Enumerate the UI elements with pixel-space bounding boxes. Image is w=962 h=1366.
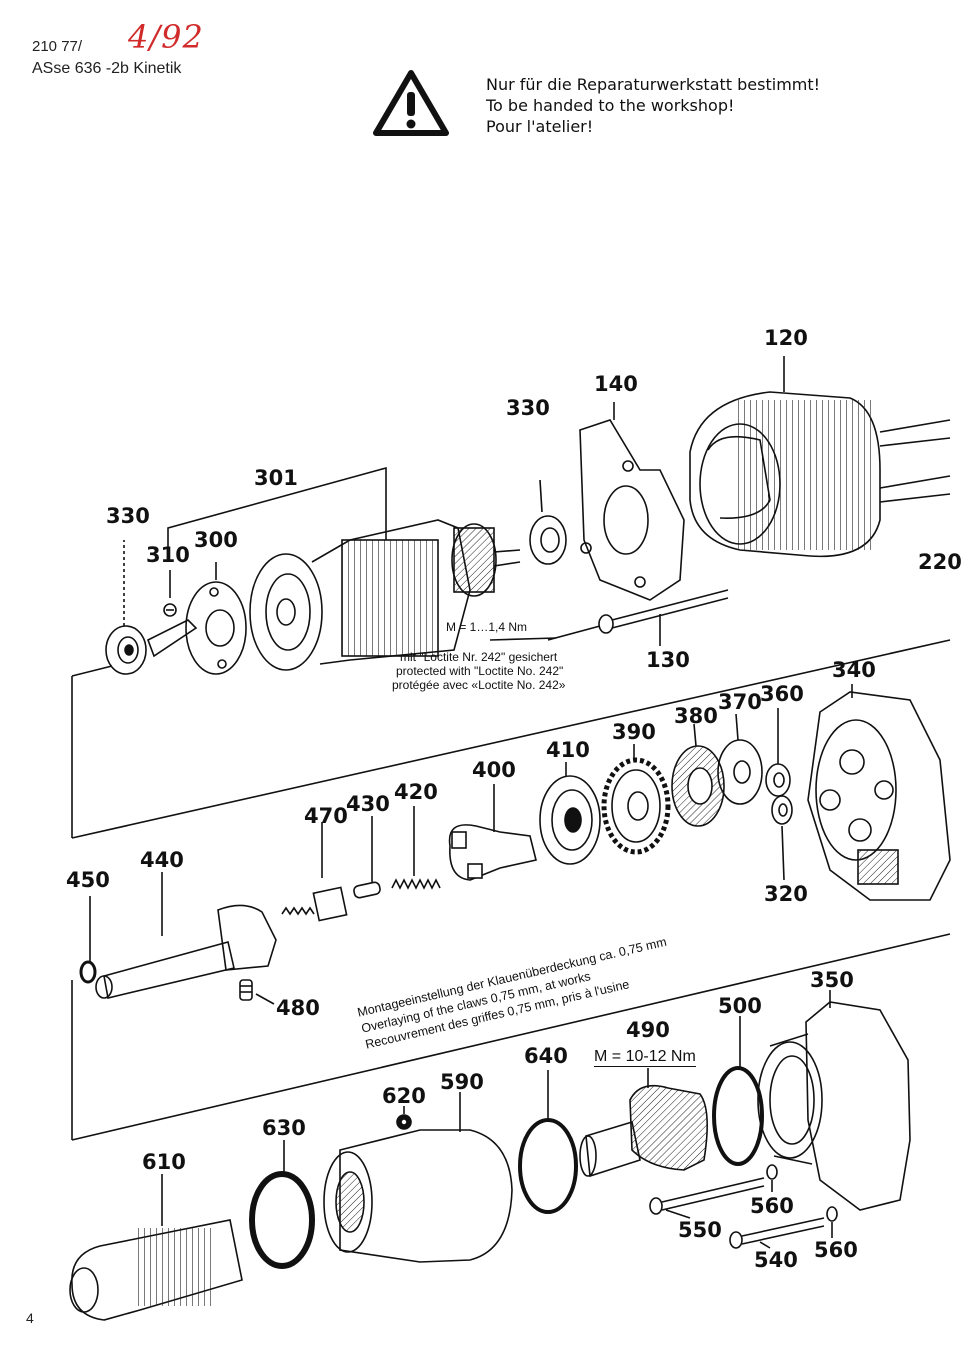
loctite-note-en: protected with "Loctite No. 242" (396, 664, 564, 678)
label-part-450: 450 (66, 868, 110, 892)
part-300-fan-plate (146, 581, 247, 675)
part-360-bearing (765, 763, 791, 797)
part-560-washer-a (766, 1164, 778, 1180)
label-part-130: 130 (646, 648, 690, 672)
label-part-310: 310 (146, 543, 190, 567)
part-380-needle-bearing (671, 745, 725, 827)
notice-line-de: Nur für die Reparaturwerkstatt bestimmt! (486, 75, 821, 94)
part-590-nose-cone (323, 1129, 513, 1263)
label-part-301: 301 (254, 466, 298, 490)
part-500-o-ring (712, 1066, 764, 1166)
page-number: 4 (26, 1310, 34, 1326)
label-part-430: 430 (346, 792, 390, 816)
part-330-bearing-left (105, 625, 147, 675)
label-part-220: 220 (918, 550, 962, 574)
model-designation: ASse 636 -2b Kinetik (32, 60, 182, 77)
label-part-370: 370 (718, 690, 762, 714)
label-part-480: 480 (276, 996, 320, 1020)
part-410-ball-bearing (539, 775, 601, 865)
section-divider-2 (71, 933, 951, 1141)
part-310-screw (163, 603, 177, 617)
warning-triangle-icon (373, 70, 449, 136)
part-440-shaft (95, 904, 277, 999)
label-part-630: 630 (262, 1116, 306, 1140)
part-630-ring (249, 1171, 315, 1269)
part-430-pin (353, 881, 381, 899)
loctite-note-fr: protégée avec «Loctite No. 242» (392, 678, 566, 692)
handwritten-date: 4/92 (128, 18, 204, 56)
notice-line-en: To be handed to the workshop! (486, 96, 735, 115)
part-130-screw (598, 589, 729, 634)
label-part-360: 360 (760, 682, 804, 706)
part-140-plate (579, 419, 685, 601)
part-450-ring (79, 960, 97, 984)
part-301-armature (249, 519, 521, 671)
label-part-560-a: 560 (750, 1194, 794, 1218)
label-part-500: 500 (718, 994, 762, 1018)
part-540-screw (729, 1217, 825, 1249)
part-640-o-ring (518, 1118, 578, 1214)
part-550-screw (649, 1177, 765, 1215)
notice-line-fr: Pour l'atelier! (486, 117, 594, 136)
part-120-stator (689, 391, 951, 558)
loctite-note-de: mit "Loctite Nr. 242" gesichert (400, 650, 558, 664)
label-part-610: 610 (142, 1150, 186, 1174)
label-part-380: 380 (674, 704, 718, 728)
label-part-330-left: 330 (106, 504, 150, 528)
document-number: 210 77/ (32, 38, 83, 55)
part-320-bearing (771, 795, 793, 825)
part-420-spring (391, 878, 441, 890)
label-part-330-right: 330 (506, 396, 550, 420)
part-350-front-housing (757, 1001, 911, 1211)
label-part-470: 470 (304, 804, 348, 828)
part-400-spindle (448, 824, 537, 881)
label-part-490: 490 (626, 1018, 670, 1042)
label-part-440: 440 (140, 848, 184, 872)
section-divider-1 (71, 639, 951, 839)
label-part-560-b: 560 (814, 1238, 858, 1262)
part-620-ball (396, 1114, 412, 1130)
label-part-410: 410 (546, 738, 590, 762)
part-370-washer (717, 739, 763, 805)
part-390-gear (601, 757, 671, 855)
label-part-390: 390 (612, 720, 656, 744)
part-480-screw (239, 979, 253, 1001)
label-part-400: 400 (472, 758, 516, 782)
label-part-320: 320 (764, 882, 808, 906)
part-560-washer-b (826, 1206, 838, 1222)
label-part-350: 350 (810, 968, 854, 992)
label-part-620: 620 (382, 1084, 426, 1108)
bracket-301 (167, 466, 387, 548)
part-610-bit-holder (69, 1219, 243, 1321)
workshop-notice: Nur für die Reparaturwerkstatt bestimmt!… (486, 74, 820, 137)
label-part-120: 120 (764, 326, 808, 350)
label-part-300: 300 (194, 528, 238, 552)
part-340-gear-housing (807, 691, 951, 901)
part-470-nut (281, 886, 348, 922)
label-part-140: 140 (594, 372, 638, 396)
torque-note-bushing: M = 10-12 Nm (594, 1048, 696, 1067)
part-490-bushing (579, 1084, 708, 1178)
label-part-340: 340 (832, 658, 876, 682)
label-part-590: 590 (440, 1070, 484, 1094)
part-330-bearing-right (529, 515, 567, 565)
label-part-540: 540 (754, 1248, 798, 1272)
label-part-420: 420 (394, 780, 438, 804)
label-part-640: 640 (524, 1044, 568, 1068)
torque-note-armature: M = 1…1,4 Nm (446, 620, 528, 634)
label-part-550: 550 (678, 1218, 722, 1242)
